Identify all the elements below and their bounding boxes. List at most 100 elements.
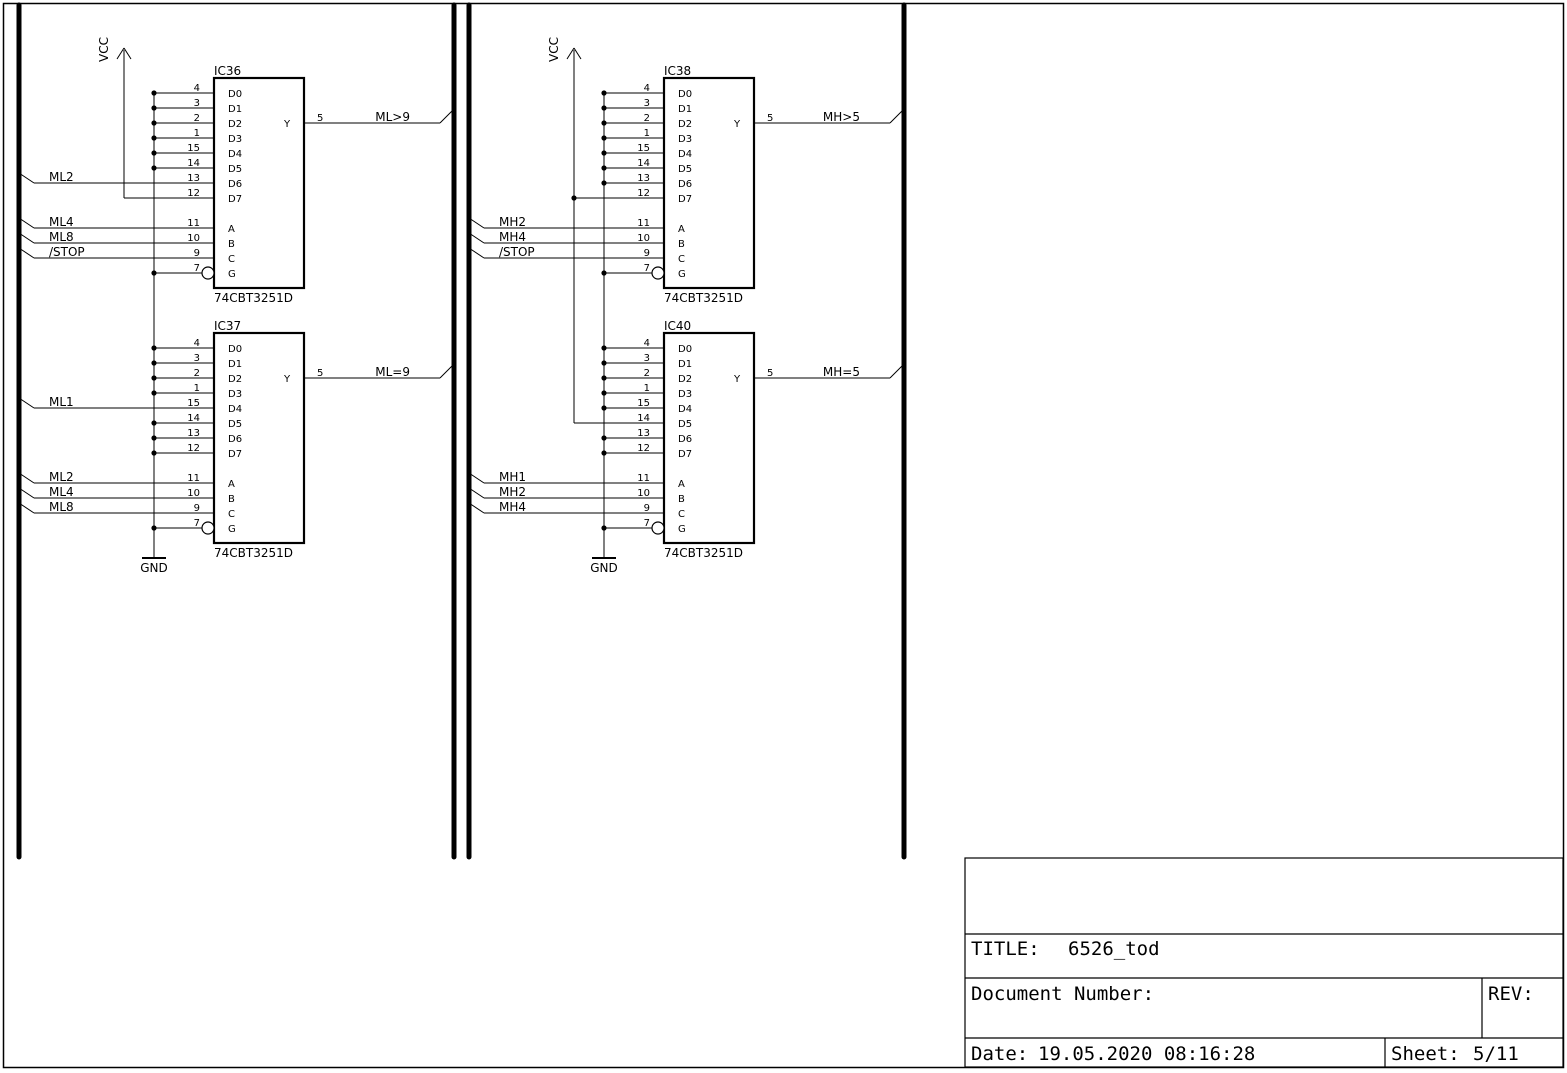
net-label-mh4: MH4 [499,230,526,244]
pin-number: 1 [194,128,200,139]
pin-number: 9 [194,503,200,514]
pin-label-d6: D6 [678,179,692,190]
title-label: TITLE: [971,938,1040,960]
pin-number: 3 [194,98,200,109]
pin-label-d6: D6 [228,434,242,445]
pin-number: 3 [644,98,650,109]
pin-number: 5 [767,113,773,124]
net-wire [18,502,35,514]
output-bus-entry [889,110,903,124]
pin-number: 13 [187,428,200,439]
pin-label-d0: D0 [678,89,692,100]
pin-number: 7 [644,263,650,274]
document-number-label: Document Number: [971,983,1154,1005]
pin-label-c: C [678,509,685,520]
pin-number: 4 [194,83,200,94]
pin-number: 14 [187,413,200,424]
pin-label-d3: D3 [678,389,692,400]
output-net-label: MH>5 [823,110,860,124]
pin-label-d0: D0 [228,89,242,100]
chip-value: 74CBT3251D [664,291,743,305]
pin-number: 14 [187,158,200,169]
pin-label-d3: D3 [678,134,692,145]
pin-label-d6: D6 [678,434,692,445]
date-label: Date: [971,1043,1028,1065]
net-label-ml4: ML4 [49,215,74,229]
gnd-bus-2: GND [590,93,618,575]
title-block [964,857,1564,1068]
output-net-label: ML>9 [375,110,410,124]
pin-label-d1: D1 [228,359,242,370]
inversion-bubble [651,266,665,280]
pin-number: 12 [187,188,200,199]
rev-label: REV: [1488,983,1534,1005]
inversion-bubble [201,521,215,535]
pin-label-b: B [678,494,685,505]
output-bus-entry [439,365,453,379]
vcc-arrow [123,47,132,60]
net-wire [468,472,485,484]
pin-label-d6: D6 [228,179,242,190]
pin-number: 12 [187,443,200,454]
pin-label-y: Y [733,374,741,385]
net-wire [18,247,35,259]
pin-number: 2 [644,113,650,124]
bus-bars [16,2,907,860]
pin-label-d1: D1 [678,359,692,370]
pin-label-b: B [228,494,235,505]
pin-number: 1 [644,383,650,394]
pin-label-c: C [228,509,235,520]
pin-number: 7 [194,263,200,274]
pin-number: 13 [637,428,650,439]
pin-number: 1 [644,128,650,139]
vcc-arrow [566,47,575,60]
pin-number: 9 [644,248,650,259]
pin-label-c: C [228,254,235,265]
pin-label-a: A [678,479,685,490]
pin-label-d7: D7 [228,449,242,460]
net-wire [468,247,485,259]
gnd-bus-1: GND [140,93,168,575]
inversion-bubble [201,266,215,280]
net-label-stop: /STOP [49,245,85,259]
pin-number: 9 [194,248,200,259]
date-value: 19.05.2020 08:16:28 [1038,1043,1255,1065]
pin-number: 5 [767,368,773,379]
pin-number: 2 [194,368,200,379]
sheet-value: 5/11 [1473,1043,1519,1065]
pin-label-d5: D5 [228,164,242,175]
chip-name: IC40 [664,319,691,333]
pin-number: 2 [194,113,200,124]
net-wire [468,232,485,244]
pin-label-d4: D4 [228,149,242,160]
vcc-rail-1: VCC [97,37,132,198]
pin-label-g: G [678,269,686,280]
net-wire [18,172,35,184]
output-bus-entry [439,110,453,124]
output-bus-entry [889,365,903,379]
net-wire [468,487,485,499]
pin-number: 11 [637,218,650,229]
pin-label-d1: D1 [678,104,692,115]
pin-number: 3 [644,353,650,364]
pin-label-a: A [228,224,235,235]
pin-label-d3: D3 [228,134,242,145]
pin-number: 15 [637,398,650,409]
sheet-label: Sheet: [1391,1043,1460,1065]
chip-name: IC36 [214,64,241,78]
vcc-label: VCC [97,37,111,62]
net-wire [18,217,35,229]
pin-label-d5: D5 [678,164,692,175]
pin-number: 15 [187,143,200,154]
net-wire [468,217,485,229]
pin-label-d2: D2 [678,374,692,385]
pin-number: 10 [637,233,650,244]
net-label-ml4: ML4 [49,485,74,499]
pin-number: 7 [194,518,200,529]
pin-number: 5 [317,368,323,379]
chip-value: 74CBT3251D [664,546,743,560]
pin-number: 3 [194,353,200,364]
vcc-arrow [573,47,582,60]
pin-number: 5 [317,113,323,124]
